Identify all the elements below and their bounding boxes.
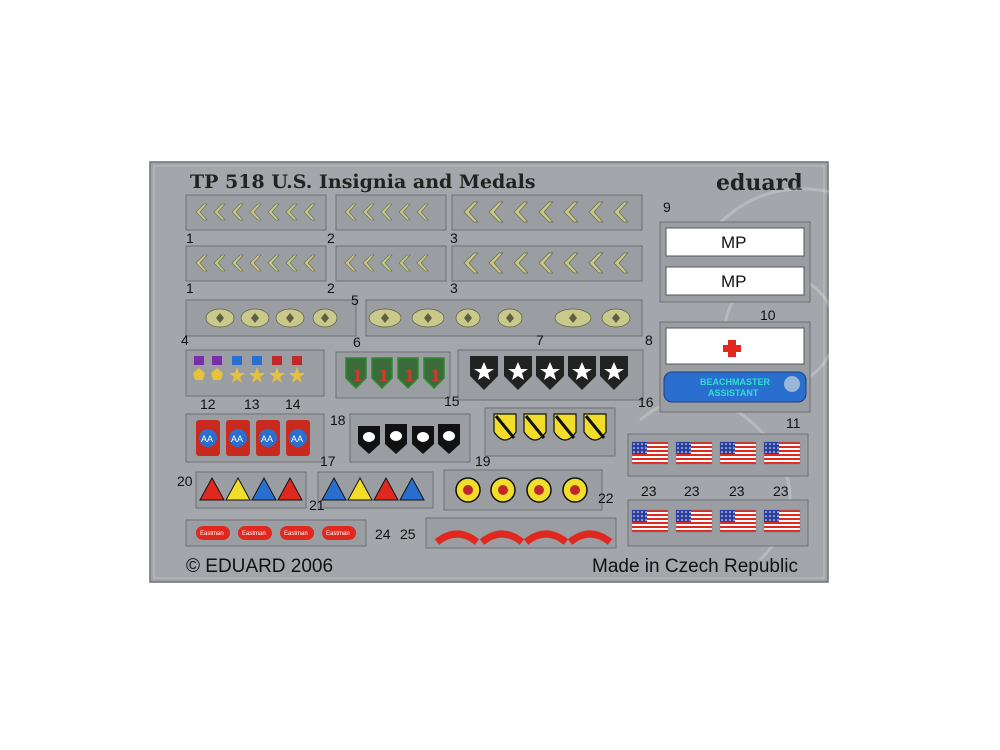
brand-logo: eduard <box>716 170 803 196</box>
svg-text:5: 5 <box>351 292 359 308</box>
svg-text:2: 2 <box>327 280 335 296</box>
sheet-title: TP 518 U.S. Insignia and Medals <box>190 171 536 193</box>
svg-text:13: 13 <box>244 396 260 412</box>
patch-101st-airborne <box>349 413 471 463</box>
svg-text:1: 1 <box>430 366 441 385</box>
svg-text:3: 3 <box>450 230 458 246</box>
svg-text:1: 1 <box>352 366 363 385</box>
patch-armored-division <box>195 471 434 509</box>
tabs-24: Eastman Eastman Eastman Eastman <box>185 519 367 547</box>
svg-text:25: 25 <box>400 526 416 542</box>
origin-text: Made in Czech Republic <box>592 556 798 577</box>
rank-strip-2b <box>335 245 447 282</box>
svg-text:21: 21 <box>309 497 325 513</box>
svg-text:23: 23 <box>729 483 745 499</box>
us-flags <box>627 433 809 547</box>
svg-text:9: 9 <box>663 199 671 215</box>
svg-text:23: 23 <box>641 483 657 499</box>
rank-diamonds-4-7 <box>185 299 643 337</box>
svg-text:7: 7 <box>536 332 544 348</box>
svg-text:20: 20 <box>177 473 193 489</box>
rank-strip-1b <box>185 245 327 282</box>
svg-text:Eastman: Eastman <box>326 531 350 537</box>
svg-text:15: 15 <box>444 393 460 409</box>
svg-text:4: 4 <box>181 332 189 348</box>
svg-text:11: 11 <box>786 415 801 431</box>
patch-82nd-airborne: AA AA AA AA <box>185 413 325 463</box>
rank-strip-3a <box>451 194 643 231</box>
svg-text:2: 2 <box>327 230 335 246</box>
svg-text:3: 3 <box>450 280 458 296</box>
svg-text:19: 19 <box>475 453 491 469</box>
rank-strip-3b <box>451 245 643 282</box>
part-labels: 1 2 3 1 2 3 4 5 6 7 8 9 10 11 12 13 14 1… <box>177 199 801 542</box>
svg-text:1: 1 <box>404 366 415 385</box>
svg-text:AA: AA <box>291 434 303 444</box>
svg-text:16: 16 <box>638 394 654 410</box>
red-cross-plate: BEACHMASTER ASSISTANT <box>659 321 811 413</box>
rank-strip-2a <box>335 194 447 231</box>
svg-text:ASSISTANT: ASSISTANT <box>708 388 759 398</box>
svg-text:22: 22 <box>598 490 614 506</box>
svg-text:1: 1 <box>186 280 194 296</box>
svg-text:BEACHMASTER: BEACHMASTER <box>700 377 771 387</box>
svg-text:1: 1 <box>186 230 194 246</box>
medals-12-14 <box>185 349 325 397</box>
patch-1st-cavalry <box>484 407 616 457</box>
svg-text:12: 12 <box>200 396 216 412</box>
ranger-tabs <box>425 517 617 549</box>
svg-text:MP: MP <box>721 233 747 252</box>
svg-text:10: 10 <box>760 307 776 323</box>
svg-text:Eastman: Eastman <box>284 531 308 537</box>
svg-text:23: 23 <box>684 483 700 499</box>
patch-2nd-division <box>457 349 644 401</box>
svg-text:6: 6 <box>353 334 361 350</box>
copyright-text: © EDUARD 2006 <box>186 556 333 577</box>
svg-text:24: 24 <box>375 526 391 542</box>
patch-1st-division: 1 1 1 1 <box>335 351 451 399</box>
svg-text:18: 18 <box>330 412 346 428</box>
svg-text:1: 1 <box>378 366 389 385</box>
svg-text:23: 23 <box>773 483 789 499</box>
mp-plates: MP MP <box>659 221 811 303</box>
svg-text:Eastman: Eastman <box>200 531 224 537</box>
svg-text:MP: MP <box>721 272 747 291</box>
svg-text:8: 8 <box>645 332 653 348</box>
round-patches <box>443 469 603 511</box>
svg-text:AA: AA <box>231 434 243 444</box>
svg-text:Eastman: Eastman <box>242 531 266 537</box>
svg-text:AA: AA <box>201 434 213 444</box>
rank-strip-1a <box>185 194 327 231</box>
svg-text:AA: AA <box>261 434 273 444</box>
svg-text:17: 17 <box>320 453 336 469</box>
svg-text:14: 14 <box>285 396 301 412</box>
